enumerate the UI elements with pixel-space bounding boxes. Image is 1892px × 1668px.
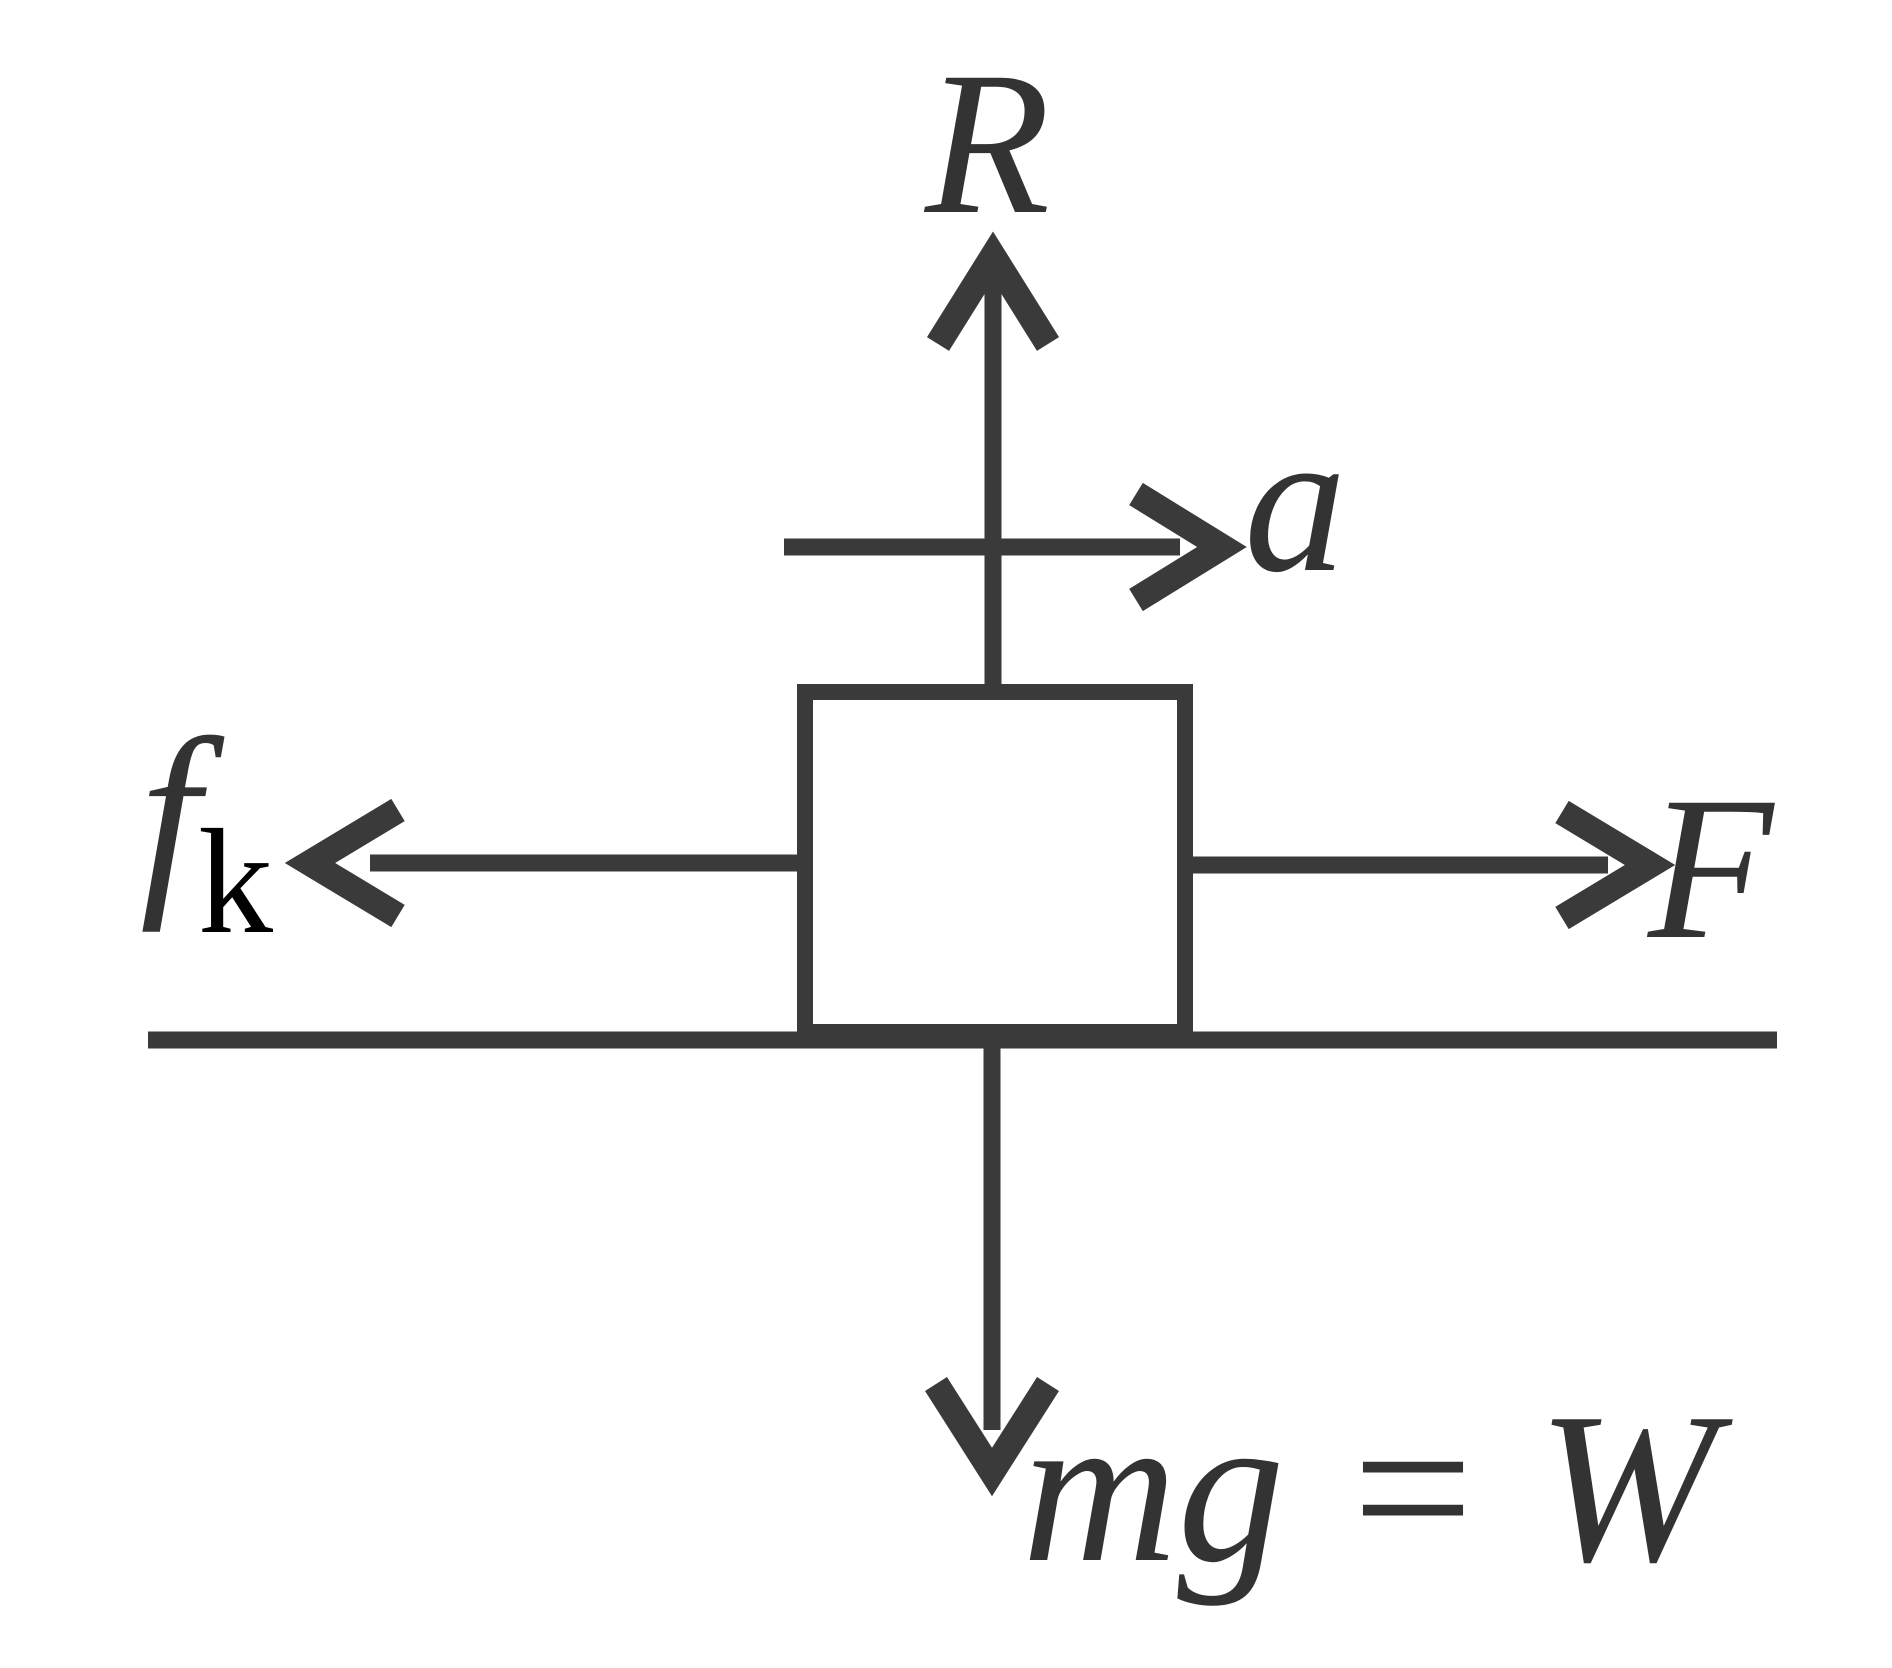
right-arrowhead-icon — [1129, 482, 1247, 612]
friction-force-subscript: k — [198, 799, 273, 965]
friction-force-arrow — [284, 798, 797, 928]
applied-force-label: F — [1646, 755, 1775, 982]
weight-label: mg = W — [1022, 1368, 1733, 1607]
right-arrowhead-icon — [1555, 800, 1676, 930]
normal-force-arrow — [926, 231, 1060, 688]
diagram-ink — [148, 231, 1777, 1497]
applied-force-arrow — [1185, 800, 1676, 930]
acceleration-label: a — [1244, 388, 1347, 615]
block — [797, 684, 1193, 1040]
acceleration-arrow — [784, 482, 1247, 612]
weight-arrow — [925, 1040, 1059, 1497]
left-arrowhead-icon — [284, 798, 405, 928]
up-arrowhead-icon — [926, 231, 1060, 351]
down-arrowhead-icon — [925, 1377, 1059, 1497]
normal-force-label: R — [923, 30, 1050, 257]
